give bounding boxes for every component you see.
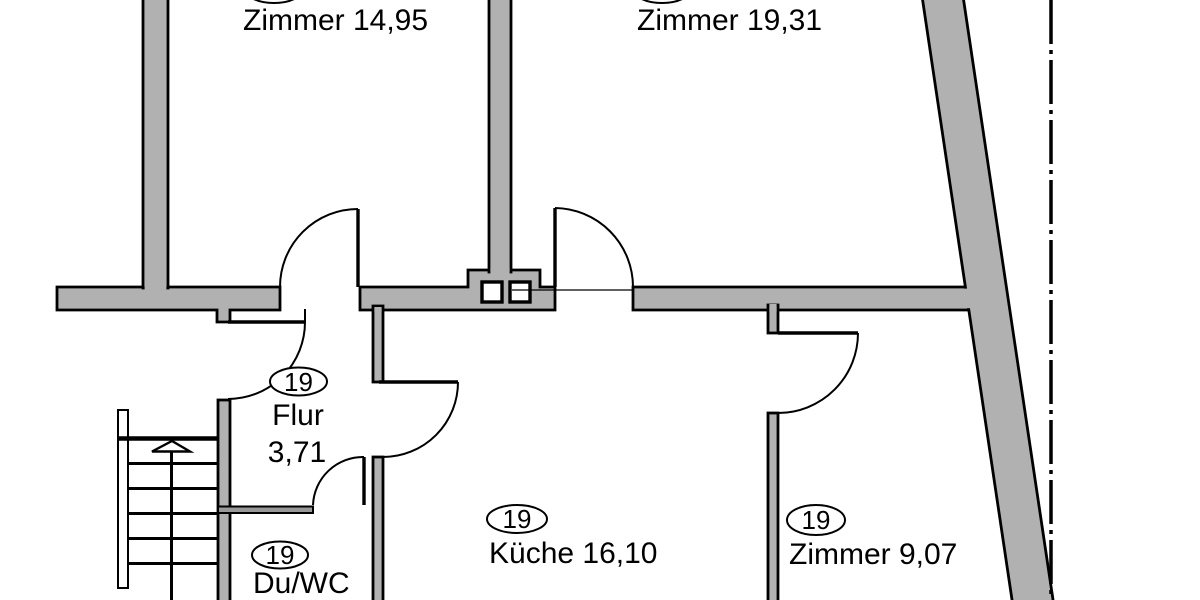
wall-junction-patch xyxy=(963,288,971,309)
wall-junction-patch xyxy=(769,304,777,312)
door-duwc xyxy=(312,455,366,506)
door-kueche xyxy=(379,380,459,458)
unit-bubble-zimmer-tl-partial xyxy=(253,0,295,4)
wall-stair-flur xyxy=(216,398,232,600)
label-zimmer-14-95: Zimmer 14,95 xyxy=(243,4,428,37)
wall-between-top-rooms xyxy=(487,0,513,274)
label-duwc: Du/WC xyxy=(253,567,350,600)
unit-number: 19 xyxy=(802,505,831,535)
unit-number: 19 xyxy=(284,367,313,397)
unit-number: 19 xyxy=(266,540,295,570)
wall-left-outer xyxy=(141,0,170,290)
wall-junction-patch xyxy=(374,307,382,313)
label-zimmer-9-07: Zimmer 9,07 xyxy=(789,538,957,571)
doors xyxy=(227,207,859,506)
wall-duwc-partition xyxy=(217,505,314,514)
unit-bubble-zimmer-tr-partial xyxy=(641,0,683,4)
wall-slanted-exterior xyxy=(921,0,1055,600)
door-zimmer-tl xyxy=(279,208,360,288)
stair-rail xyxy=(117,409,129,589)
unit-bubble-kueche xyxy=(486,504,548,534)
flue-square-right xyxy=(508,280,532,304)
door-zimmer-br xyxy=(777,331,859,414)
unit-bubbles: 19 19 19 19 xyxy=(251,0,846,570)
door-zimmer-tr xyxy=(553,207,634,288)
unit-bubble-duwc xyxy=(251,540,309,570)
wall-band-left xyxy=(55,285,282,324)
wall-flur-right-upper xyxy=(371,304,385,384)
chimney-flues xyxy=(480,280,532,304)
wall-junction-patch xyxy=(490,267,510,274)
unit-number: 19 xyxy=(503,504,532,534)
label-flur: Flur xyxy=(272,399,324,432)
walls xyxy=(55,0,1055,600)
wall-kueche-zimmer-lower xyxy=(766,411,780,600)
label-kueche-16-10: Küche 16,10 xyxy=(489,537,657,570)
door-swing-arc xyxy=(312,455,365,506)
door-swing-arc xyxy=(777,332,859,414)
label-flur-area: 3,71 xyxy=(268,436,326,469)
wall-junction-patch xyxy=(144,284,167,291)
stair-direction-arrow xyxy=(151,439,195,453)
room-labels: Zimmer 14,95 Zimmer 19,31 Flur 3,71 Du/W… xyxy=(243,4,957,600)
unit-bubble-flur xyxy=(269,366,328,397)
flue-square-left xyxy=(480,280,504,304)
wall-flur-right-lower xyxy=(371,455,385,600)
door-swing-arc xyxy=(382,381,459,458)
staircase xyxy=(117,409,219,600)
wall-band-right xyxy=(631,285,971,312)
door-swing-arc xyxy=(279,208,359,288)
door-swing-arc xyxy=(554,207,634,288)
label-zimmer-19-31: Zimmer 19,31 xyxy=(637,4,822,37)
wall-band-middle-chimney xyxy=(358,268,557,312)
unit-bubble-zimmer-br xyxy=(786,504,846,536)
